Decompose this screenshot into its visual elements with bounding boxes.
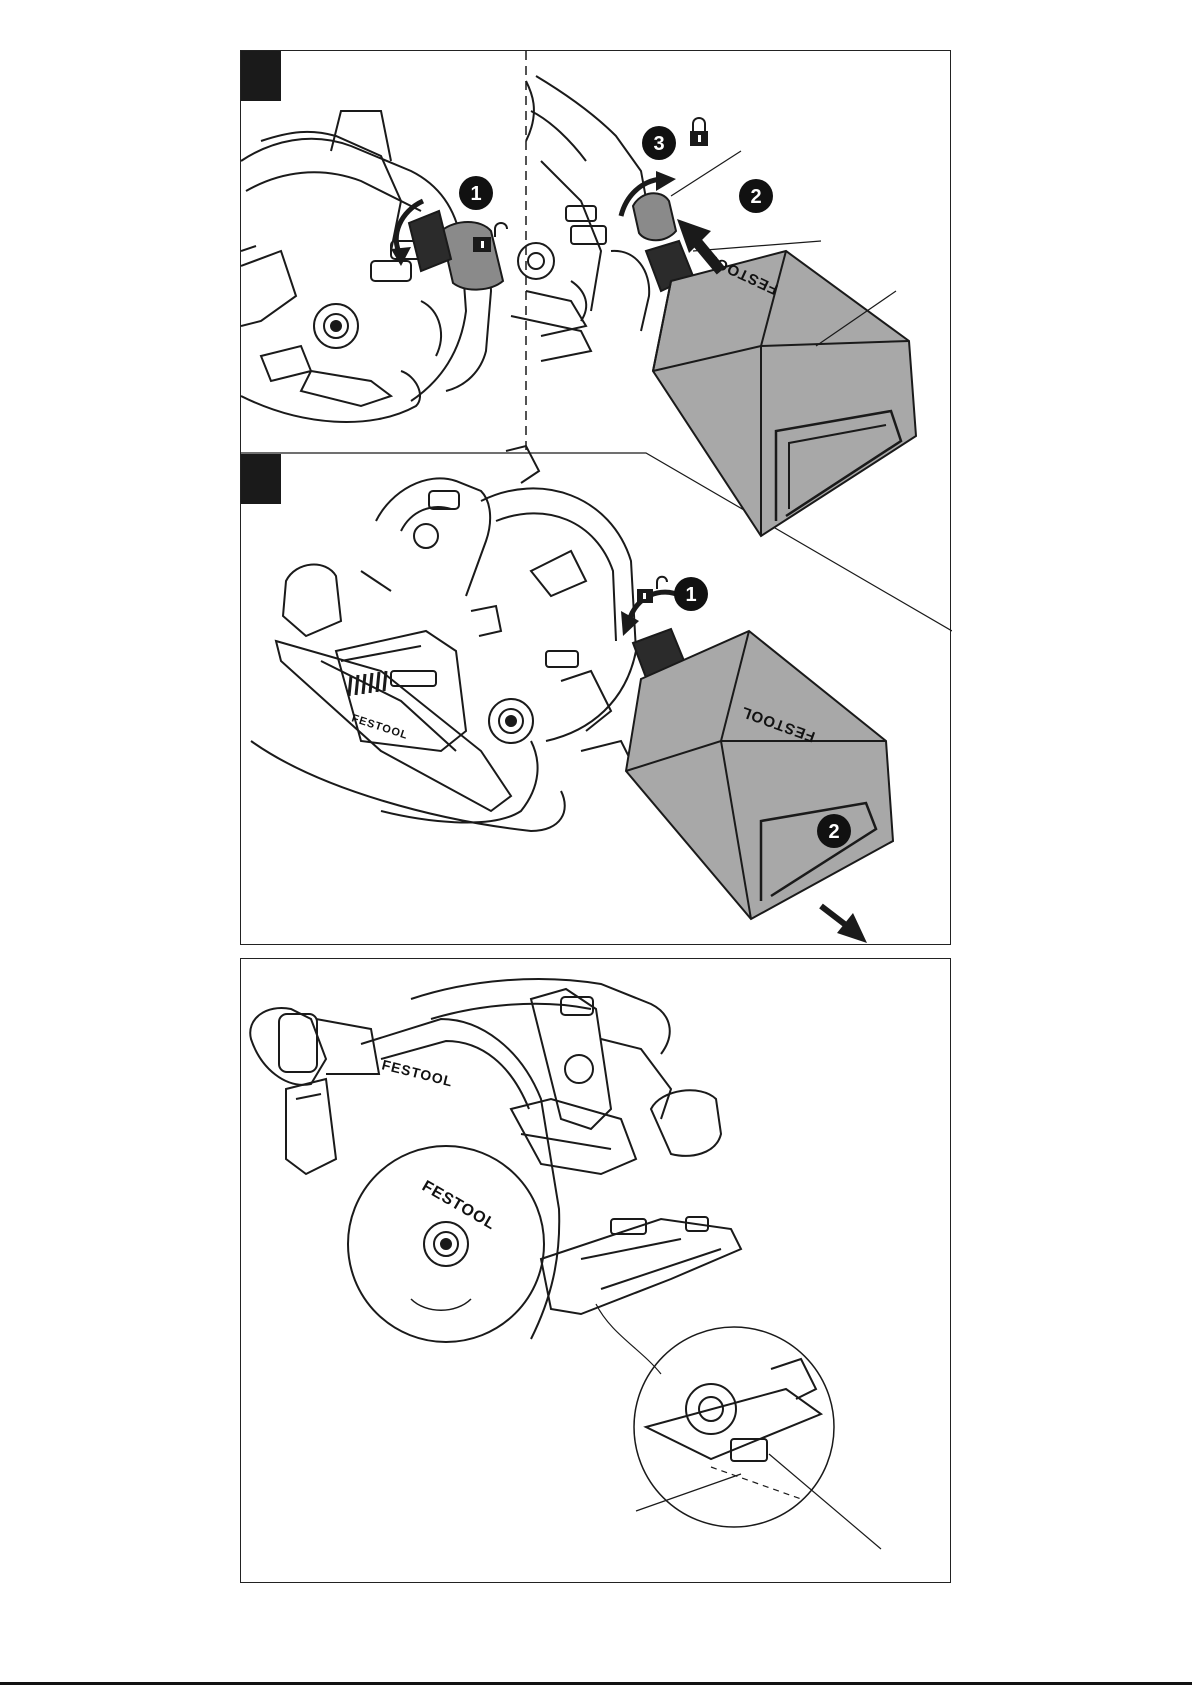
step-badge-1-label: 1 bbox=[685, 584, 696, 606]
panel-b-cap bbox=[633, 193, 676, 240]
panel-marker-a bbox=[241, 51, 281, 101]
panel-b-saw bbox=[511, 76, 651, 361]
figure-bottom-illustration: FESTOOL FESTOOL bbox=[241, 959, 952, 1584]
panel-c-saw bbox=[251, 446, 636, 831]
step-badge-2-label: 2 bbox=[828, 821, 839, 843]
saw-blade bbox=[348, 1146, 544, 1342]
step-badge-3-label: 3 bbox=[653, 133, 664, 155]
guard-brand: FESTOOL bbox=[380, 1056, 455, 1089]
panel-c-dust-box bbox=[626, 631, 893, 919]
leader-line bbox=[636, 1474, 741, 1511]
figure-bottom: FESTOOL FESTOOL bbox=[240, 958, 951, 1583]
step-badge-2-label: 2 bbox=[750, 186, 761, 208]
step-badge-1-label: 1 bbox=[470, 183, 481, 205]
curved-arrow-icon bbox=[656, 171, 676, 191]
panel-b-dust-box bbox=[653, 251, 916, 536]
panel-a-knob bbox=[409, 211, 451, 271]
curved-arrow-icon bbox=[629, 592, 681, 621]
detail-magnifier bbox=[596, 1304, 834, 1527]
padlock-closed-icon bbox=[690, 118, 708, 146]
leader-line bbox=[671, 151, 741, 196]
panel-marker-c bbox=[241, 454, 281, 504]
figure-top-illustration: 1 bbox=[241, 51, 952, 946]
straight-arrow-icon bbox=[837, 913, 867, 943]
figure-top: 1 bbox=[240, 50, 951, 945]
curved-arrow-icon bbox=[391, 247, 411, 266]
leader-line bbox=[693, 241, 821, 251]
